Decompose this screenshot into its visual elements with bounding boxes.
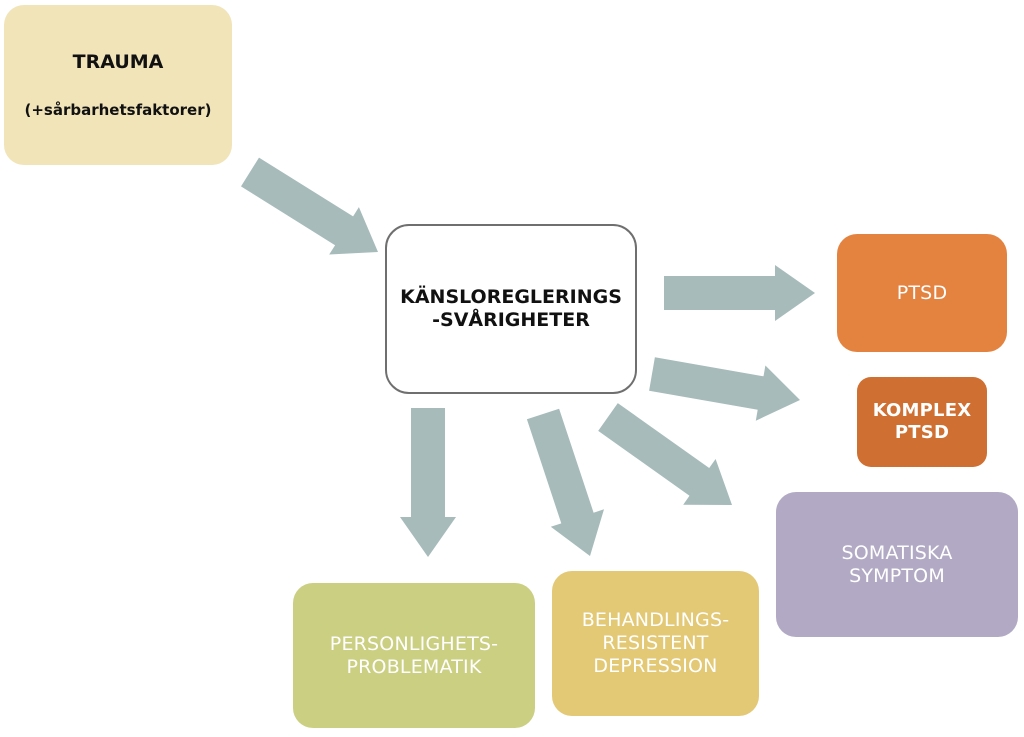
somatic-symptoms-line1: SOMATISKA — [841, 541, 953, 564]
trauma-subtitle: (+sårbarhetsfaktorer) — [24, 101, 212, 120]
personality-problems-node: PERSONLIGHETS- PROBLEMATIK — [293, 583, 535, 728]
treatment-resistant-depression-node: BEHANDLINGS- RESISTENT DEPRESSION — [552, 571, 759, 716]
complex-ptsd-line1: KOMPLEX — [872, 400, 972, 422]
treatment-resistant-line2: RESISTENT — [602, 632, 709, 655]
emotion-regulation-line1: KÄNSLOREGLERINGS — [400, 286, 622, 309]
somatic-symptoms-node: SOMATISKA SYMPTOM — [776, 492, 1018, 637]
arrow-center-to-personlighets — [400, 408, 456, 557]
arrow-center-to-ptsd — [664, 265, 815, 321]
ptsd-node: PTSD — [837, 234, 1007, 352]
ptsd-label: PTSD — [896, 281, 948, 304]
treatment-resistant-line3: DEPRESSION — [593, 654, 718, 677]
emotion-regulation-node: KÄNSLOREGLERINGS -SVÅRIGHETER — [385, 224, 637, 394]
trauma-title: TRAUMA — [72, 50, 164, 73]
arrow-center-to-komplex_ptsd — [649, 357, 800, 421]
personality-problems-line2: PROBLEMATIK — [346, 655, 482, 678]
complex-ptsd-node: KOMPLEX PTSD — [857, 377, 987, 467]
somatic-symptoms-line2: SYMPTOM — [849, 564, 945, 587]
trauma-node: TRAUMA (+sårbarhetsfaktorer) — [4, 5, 232, 165]
personality-problems-line1: PERSONLIGHETS- — [329, 632, 499, 655]
treatment-resistant-line1: BEHANDLINGS- — [581, 609, 730, 632]
arrow-trauma-to-center — [241, 157, 378, 255]
emotion-regulation-line2: -SVÅRIGHETER — [432, 309, 590, 331]
arrow-center-to-behandlings — [526, 408, 604, 556]
arrow-center-to-somatiska — [598, 403, 732, 505]
complex-ptsd-line2: PTSD — [894, 422, 950, 443]
